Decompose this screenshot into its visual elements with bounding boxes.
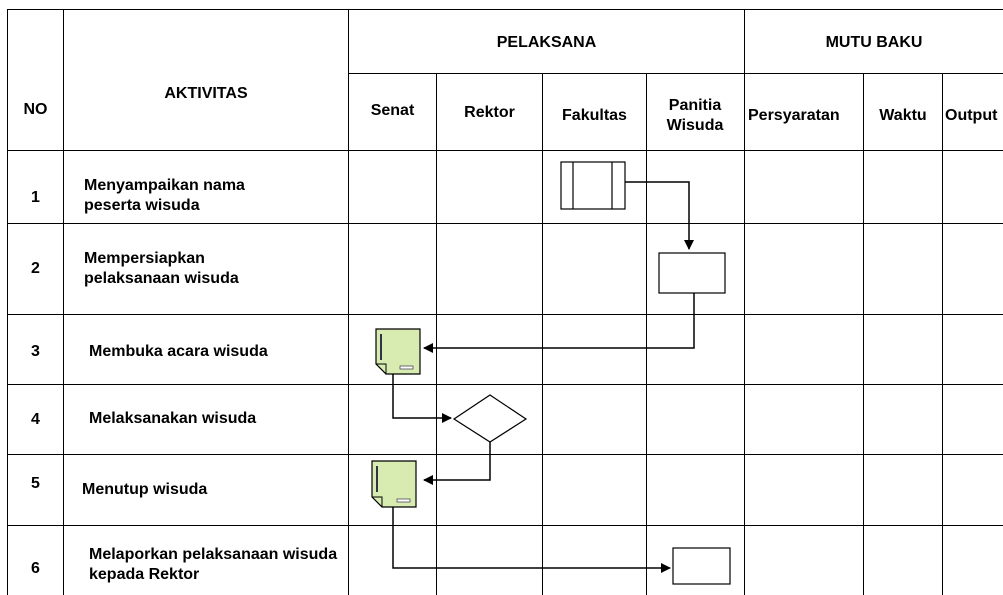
row-6-activity: Melaporkan pelaksanaan wisuda kepada Rek…: [89, 546, 338, 583]
grid-header-bottom-line: [7, 150, 1003, 151]
grid-pelaksana-right: [744, 9, 745, 595]
document-icon-row5: [371, 460, 417, 508]
row-6-no: 6: [31, 560, 40, 577]
header-persyaratan: Persyaratan: [748, 107, 840, 124]
connector-fakultas-to-panitia: [625, 181, 694, 250]
row-4-activity: Melaksanakan wisuda: [89, 410, 257, 427]
grid-senat-col-right: [436, 73, 437, 595]
grid-top-border: [7, 9, 1003, 10]
row-2-activity: Mempersiapkan pelaksanaan wisuda: [84, 250, 239, 287]
header-output: Output: [945, 107, 998, 124]
grid-row4-bottom: [7, 454, 1003, 455]
grid-no-col-right: [63, 9, 64, 595]
header-aktivitas: AKTIVITAS: [164, 85, 248, 102]
process-box-row6: [672, 547, 731, 585]
grid-row3-bottom: [7, 384, 1003, 385]
header-waktu: Waktu: [879, 107, 927, 124]
header-rektor: Rektor: [464, 104, 515, 121]
header-no: NO: [23, 101, 48, 118]
header-senat: Senat: [370, 102, 415, 119]
row-5-no: 5: [31, 475, 40, 492]
row-3-activity: Membuka acara wisuda: [89, 343, 268, 360]
row-5-activity: Menutup wisuda: [82, 481, 208, 498]
connector-senat-to-decision: [392, 374, 452, 423]
row-3-no: 3: [31, 343, 40, 360]
grid-row5-bottom: [7, 525, 1003, 526]
grid-waktu-col-right: [942, 73, 943, 595]
grid-fakultas-col-right: [646, 73, 647, 595]
grid-persyaratan-col-right: [863, 73, 864, 595]
row-1-no: 1: [31, 189, 40, 206]
connector-panitia-to-senat: [423, 293, 695, 353]
grid-row2-bottom: [7, 314, 1003, 315]
grid-rektor-col-right: [542, 73, 543, 595]
connector-senat-to-panitia-row6: [392, 507, 671, 573]
predefined-process-shape: [560, 161, 626, 210]
grid-left-border: [7, 9, 8, 595]
grid-activity-col-right: [348, 9, 349, 595]
header-fakultas: Fakultas: [562, 107, 627, 124]
decision-diamond-row4: [452, 394, 528, 443]
document-icon-row3: [375, 328, 421, 375]
row-1-activity: Menyampaikan nama peserta wisuda: [84, 177, 245, 214]
grid-row1-bottom: [7, 223, 1003, 224]
header-panitia-wisuda: Panitia Wisuda: [666, 97, 724, 134]
header-pelaksana: PELAKSANA: [496, 34, 597, 51]
process-box-row2: [658, 252, 726, 294]
grid-subheader-line: [348, 73, 1003, 74]
header-mutu-baku: MUTU BAKU: [825, 34, 923, 51]
row-4-no: 4: [31, 411, 40, 428]
row-2-no: 2: [31, 260, 40, 277]
connector-decision-to-senat: [423, 442, 491, 485]
